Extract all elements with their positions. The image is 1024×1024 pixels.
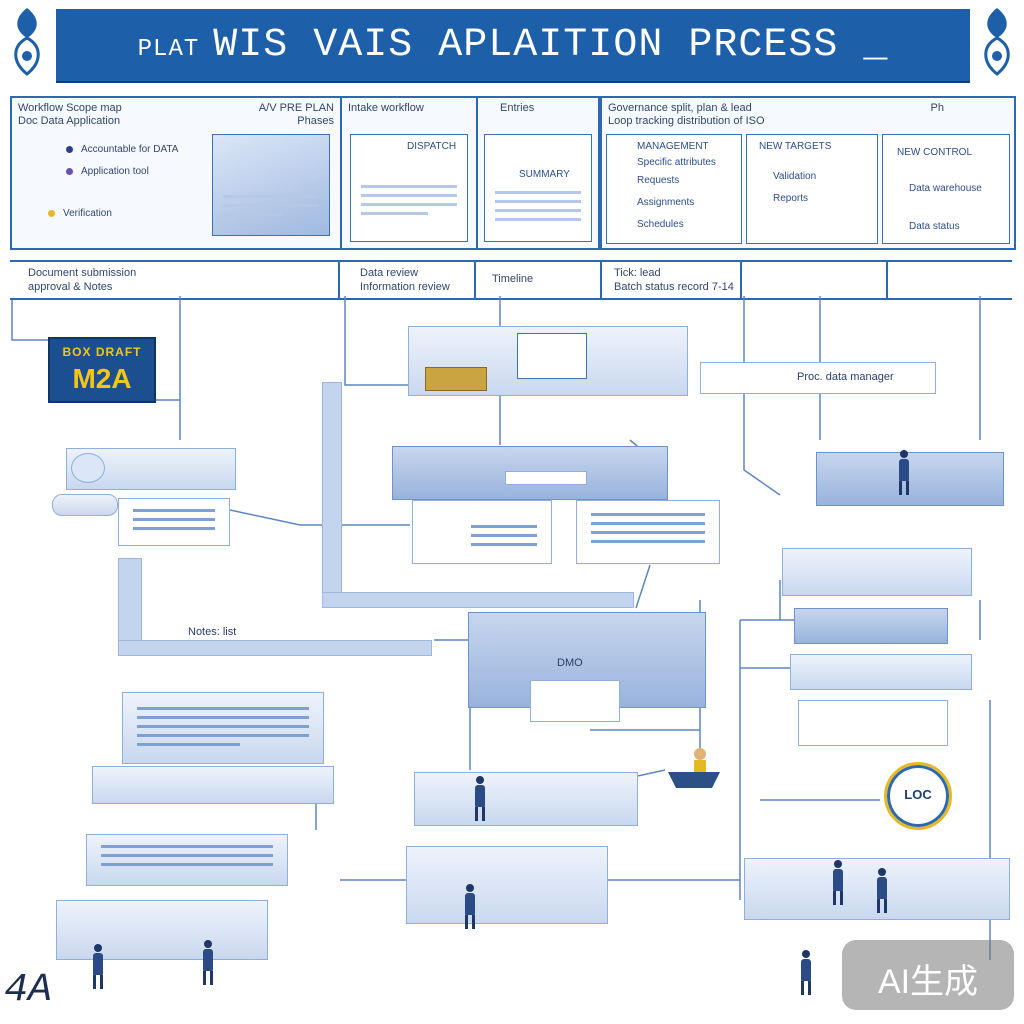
caption-3: Timeline: [492, 273, 534, 285]
draft-badge-line1: BOX DRAFT: [62, 345, 142, 359]
right-node-1: [816, 452, 1004, 506]
processing-node: [392, 446, 668, 500]
left-list-node: [118, 498, 230, 546]
bullet-item: Accountable for DATA: [66, 144, 178, 155]
left-pipe: [118, 558, 142, 650]
horizontal-pipe: [322, 592, 634, 608]
person-icon: [798, 950, 814, 995]
summary-card-title: SUMMARY: [519, 169, 570, 180]
dispatch-card-title: DISPATCH: [407, 141, 457, 152]
lower-center-node-2: [406, 846, 608, 924]
form-node-right: [576, 500, 720, 564]
watermark-text: AI生成: [877, 963, 979, 1001]
lower-left-node-3: [86, 834, 288, 886]
left-pipe-horizontal: [118, 640, 432, 656]
loop-emblem: LOC: [884, 762, 952, 830]
draft-badge-line2: M2A: [72, 363, 132, 394]
right-node-5: [798, 700, 948, 746]
form-node-left: [412, 500, 552, 564]
title-banner: PLAT WIS VAIS APLAITION PRCESS _: [56, 9, 970, 81]
dispatch-card: DISPATCH: [350, 134, 468, 242]
lower-left-node-2: [92, 766, 334, 804]
intake-panel-header: Intake workflow: [348, 102, 424, 114]
left-pill-node: [52, 494, 118, 516]
corner-mark: 4A: [4, 968, 53, 1013]
draft-badge: BOX DRAFT M2A: [48, 337, 156, 403]
person-icon: [90, 944, 106, 989]
review-node: [408, 326, 688, 396]
review-strip-label: Proc. data manager: [797, 371, 894, 383]
new-targets-card: NEW TARGETS Validation Reports: [746, 134, 878, 244]
right-node-2: [782, 548, 972, 596]
boat-icon: [668, 748, 720, 788]
lower-left-node-4: [56, 900, 268, 960]
loop-label: LOC: [904, 787, 932, 802]
person-icon: [472, 776, 488, 821]
bullet-item: Application tool: [66, 166, 149, 177]
ai-watermark-badge: AI生成: [842, 940, 1014, 1010]
lower-center-node-1: [414, 772, 638, 826]
person-icon: [200, 940, 216, 985]
right-node-3: [794, 608, 948, 644]
left-input-node: [66, 448, 236, 490]
dmo-tray: [530, 680, 620, 722]
management-card: MANAGEMENT Specific attributes Requests …: [606, 134, 742, 244]
person-icon: [896, 450, 912, 495]
folder-icon: [425, 367, 487, 391]
intake-panel: Intake workflow DISPATCH: [340, 96, 478, 250]
dmo-label: DMO: [557, 657, 583, 669]
bullet-item: Verification: [48, 208, 112, 219]
person-icon: [830, 860, 846, 905]
page-title: WIS VAIS APLAITION PRCESS _: [213, 23, 889, 68]
scope-image-card: [212, 134, 330, 236]
title-prefix: PLAT: [137, 36, 200, 63]
new-control-card: NEW CONTROL Data warehouse Data status: [882, 134, 1010, 244]
lower-left-node-1: [122, 692, 324, 764]
right-node-4: [790, 654, 972, 690]
right-ornament-icon: [984, 8, 1010, 76]
left-ornament-icon: [14, 8, 40, 76]
summary-card: SUMMARY: [484, 134, 592, 242]
person-icon: [462, 884, 478, 929]
entries-panel-header: Entries: [500, 102, 535, 114]
person-icon: [874, 868, 890, 913]
left-mid-label: Notes: list: [188, 626, 237, 638]
vertical-pipe: [322, 382, 342, 594]
entries-panel: Entries SUMMARY: [476, 96, 600, 250]
review-strip: Proc. data manager: [700, 362, 936, 394]
governance-panel-header-right: Ph: [930, 102, 944, 114]
